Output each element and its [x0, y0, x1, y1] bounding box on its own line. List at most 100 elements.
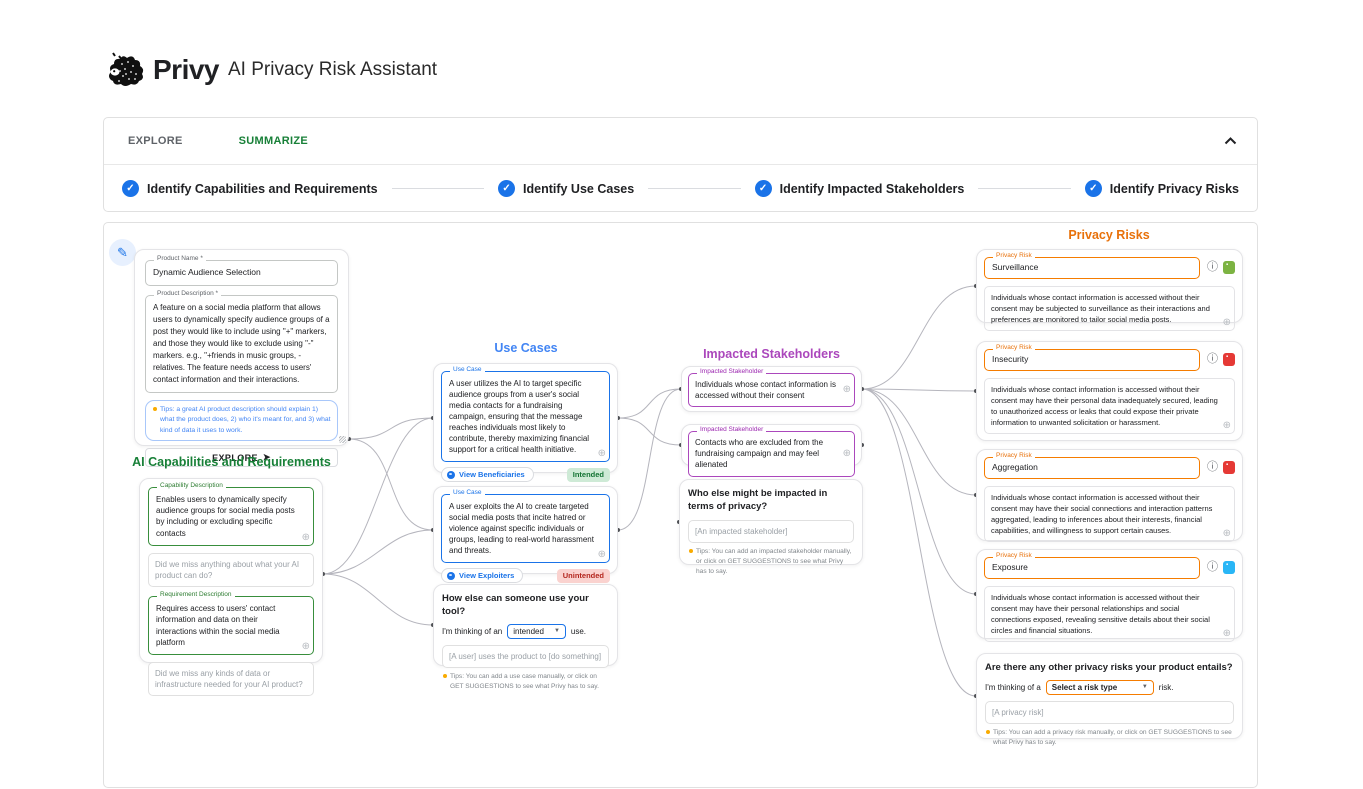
product-tips: Tips: a great AI product description sho…	[145, 399, 338, 442]
product-description-value: A feature on a social media platform tha…	[153, 302, 330, 384]
bulb-icon	[153, 406, 157, 411]
risk-description[interactable]: Individuals whose contact information is…	[984, 285, 1235, 332]
explore-button[interactable]: EXPLORE ➤	[145, 448, 338, 468]
focus-icon[interactable]: ⊕	[1222, 420, 1231, 432]
check-icon: ✓	[754, 180, 772, 197]
unintended-badge: Unintended	[556, 568, 610, 583]
stakeholder-field[interactable]: Impacted Stakeholder Individuals whose c…	[688, 368, 855, 408]
risk-card: Privacy Risk Surveillance ⓘ Individuals …	[976, 249, 1243, 332]
capability-text: Enables users to dynamically specify aud…	[156, 495, 295, 538]
aggregation-icon	[1223, 461, 1235, 475]
exploiters-icon	[447, 571, 455, 580]
resize-handle[interactable]	[339, 436, 346, 443]
privy-logo	[109, 52, 144, 86]
workflow-panel: EXPLORE SUMMARIZE ✓ Identify Capabilitie…	[103, 117, 1258, 212]
risk-description[interactable]: Individuals whose contact information is…	[984, 485, 1235, 543]
stakeholder-text: Individuals whose contact information is…	[695, 380, 836, 401]
product-name-label: Product Name *	[154, 255, 206, 262]
intended-badge: Intended	[566, 467, 610, 482]
use-case-text: A user exploits the AI to create targete…	[449, 502, 594, 556]
privacy-risks-heading: Privacy Risks	[1068, 228, 1150, 242]
add-use-case-card: How else can someone use your tool? I'm …	[433, 584, 618, 690]
info-icon[interactable]: ⓘ	[1207, 353, 1218, 366]
view-exploiters-button[interactable]: View Exploiters	[441, 568, 524, 584]
info-icon[interactable]: ⓘ	[1207, 261, 1218, 274]
stakeholder-field[interactable]: Impacted Stakeholder Contacts who are ex…	[688, 426, 855, 477]
stakeholder-card: Impacted Stakeholder Contacts who are ex…	[681, 424, 862, 477]
brand-name: Privy	[153, 54, 220, 85]
step-connector	[978, 188, 1071, 189]
focus-icon[interactable]: ⊕	[597, 549, 606, 561]
capability-field[interactable]: Capability Description Enables users to …	[148, 482, 314, 546]
info-icon[interactable]: ⓘ	[1207, 461, 1218, 474]
product-description-label: Product Description *	[154, 289, 222, 297]
product-name-field[interactable]: Product Name * Dynamic Audience Selectio…	[145, 255, 338, 286]
bulb-icon	[986, 730, 990, 734]
add-stakeholder-card: Who else might be impacted in terms of p…	[679, 479, 863, 575]
use-case-text: A user utilizes the AI to target specifi…	[449, 379, 590, 455]
check-icon: ✓	[498, 180, 516, 197]
focus-icon[interactable]: ⊕	[301, 640, 310, 652]
focus-icon[interactable]: ⊕	[1222, 317, 1231, 329]
add-risk-question: Are there any other privacy risks your p…	[985, 662, 1233, 673]
product-name-value: Dynamic Audience Selection	[153, 267, 261, 277]
tab-explore[interactable]: EXPLORE	[128, 135, 183, 147]
tabs-bar: EXPLORE SUMMARIZE	[104, 118, 1257, 165]
stakeholder-card: Impacted Stakeholder Individuals whose c…	[681, 366, 862, 412]
progress-steps: ✓ Identify Capabilities and Requirements…	[104, 165, 1257, 212]
risk-input[interactable]: [A privacy risk]	[985, 700, 1234, 724]
use-case-field[interactable]: Use Case A user exploits the AI to creat…	[441, 489, 610, 564]
risk-title-field[interactable]: Privacy Risk Surveillance	[984, 252, 1200, 279]
risk-title-field[interactable]: Privacy Risk Aggregation	[984, 452, 1200, 479]
app-subtitle: AI Privacy Risk Assistant	[228, 59, 438, 80]
chevron-down-icon: ▼	[1141, 684, 1148, 691]
risk-description[interactable]: Individuals whose contact information is…	[984, 585, 1235, 643]
focus-icon[interactable]: ⊕	[597, 448, 606, 460]
tab-summarize[interactable]: SUMMARIZE	[238, 135, 308, 147]
add-stakeholder-question: Who else might be impacted in terms of p…	[688, 488, 828, 512]
stakeholder-input[interactable]: [An impacted stakeholder]	[688, 519, 854, 543]
step-capabilities: ✓ Identify Capabilities and Requirements	[122, 180, 378, 197]
focus-icon[interactable]: ⊕	[842, 447, 851, 459]
focus-icon[interactable]: ⊕	[842, 384, 851, 396]
focus-icon[interactable]: ⊕	[1222, 528, 1231, 540]
use-case-card: Use Case A user utilizes the AI to targe…	[433, 363, 618, 483]
add-use-case-question: How else can someone use your tool?	[442, 593, 589, 617]
use-case-input[interactable]: [A user] uses the product to [do somethi…	[442, 644, 609, 668]
step-connector	[648, 188, 741, 189]
risk-title: Surveillance	[992, 262, 1039, 272]
use-case-field[interactable]: Use Case A user utilizes the AI to targe…	[441, 366, 610, 463]
requirement-field[interactable]: Requirement Description Requires access …	[148, 591, 314, 655]
exposure-icon	[1223, 561, 1235, 575]
product-description-field[interactable]: Product Description * A feature on a soc…	[145, 289, 338, 393]
focus-icon[interactable]: ⊕	[1222, 628, 1231, 640]
send-icon: ➤	[262, 452, 271, 463]
requirement-feedback-input[interactable]: Did we miss any kinds of data or infrast…	[148, 661, 314, 697]
requirement-text: Requires access to users' contact inform…	[156, 604, 280, 647]
risk-type-select[interactable]: Select a risk type ▼	[1045, 679, 1154, 695]
edit-note-icon: ✎	[109, 239, 136, 266]
add-risk-card: Are there any other privacy risks your p…	[976, 653, 1243, 746]
view-beneficiaries-button[interactable]: View Beneficiaries	[441, 467, 534, 483]
collapse-panel-button[interactable]	[1224, 137, 1237, 145]
info-icon[interactable]: ⓘ	[1207, 561, 1218, 574]
capability-feedback-input[interactable]: Did we miss anything about what your AI …	[148, 552, 314, 588]
risk-title-field[interactable]: Privacy Risk Insecurity	[984, 344, 1200, 371]
stakeholder-text: Contacts who are excluded from the fundr…	[695, 438, 824, 470]
capabilities-card: Capability Description Enables users to …	[139, 478, 323, 697]
risk-title-field[interactable]: Privacy Risk Exposure	[984, 552, 1200, 579]
use-case-type-select[interactable]: intended ▼	[507, 623, 566, 639]
risk-title: Aggregation	[992, 462, 1038, 472]
use-case-card: Use Case A user exploits the AI to creat…	[433, 486, 618, 584]
insecurity-icon	[1223, 353, 1235, 367]
app-header: Privy AI Privacy Risk Assistant	[105, 50, 437, 90]
risk-title: Exposure	[992, 562, 1028, 572]
focus-icon[interactable]: ⊕	[301, 531, 310, 543]
stakeholder-tips: Tips: You can add an impacted stakeholde…	[688, 547, 854, 578]
product-card: Product Name * Dynamic Audience Selectio…	[134, 249, 349, 468]
capabilities-heading: AI Capabilities and Requirements	[132, 455, 331, 469]
bulb-icon	[689, 548, 693, 553]
risk-description[interactable]: Individuals whose contact information is…	[984, 377, 1235, 435]
step-privacy-risks: ✓ Identify Privacy Risks	[1084, 180, 1239, 197]
flow-canvas[interactable]: ✎ Product Name * Dynamic Audience Select…	[103, 222, 1258, 788]
